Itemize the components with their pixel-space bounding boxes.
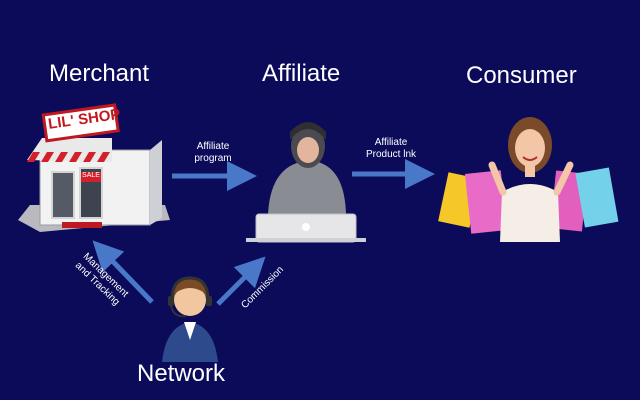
edge-label-affiliate-product-link: Affiliate Product lnk bbox=[358, 137, 424, 161]
edge-label-affiliate-program: Affiliate program bbox=[185, 141, 241, 165]
sale-sign-text: SALE bbox=[81, 171, 101, 181]
edge-label-line: program bbox=[185, 153, 241, 165]
shopper-icon bbox=[438, 117, 618, 242]
edge-label-line: Product lnk bbox=[358, 149, 424, 161]
network-label: Network bbox=[137, 360, 225, 388]
affiliate-label: Affiliate bbox=[262, 60, 340, 88]
edge-label-line: Affiliate bbox=[185, 141, 241, 153]
edge-label-line: Affiliate bbox=[358, 137, 424, 149]
merchant-label: Merchant bbox=[49, 60, 149, 88]
support-agent-icon bbox=[162, 278, 218, 362]
consumer-label: Consumer bbox=[466, 62, 577, 90]
person-laptop-icon bbox=[246, 122, 366, 242]
